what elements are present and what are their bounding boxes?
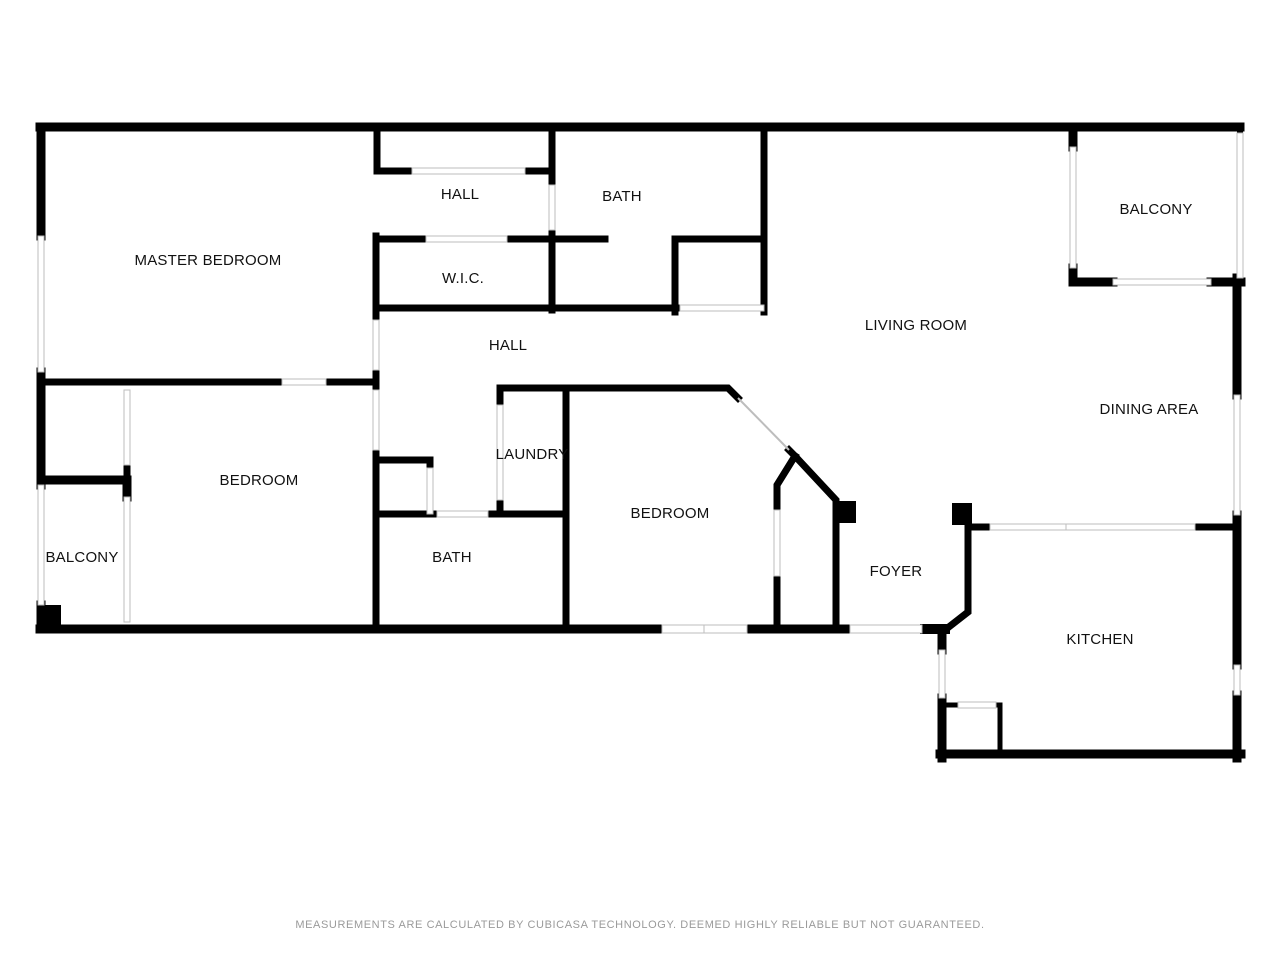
room-label-bedroom-center: BEDROOM bbox=[631, 505, 710, 522]
room-label-balcony-right: BALCONY bbox=[1119, 201, 1192, 218]
room-label-wic: W.I.C. bbox=[442, 270, 484, 287]
room-label-kitchen: KITCHEN bbox=[1066, 631, 1133, 648]
columns bbox=[43, 501, 972, 634]
room-label-foyer: FOYER bbox=[870, 563, 923, 580]
outer-walls bbox=[35, 122, 1246, 763]
room-label-hall-main: HALL bbox=[489, 337, 527, 354]
room-label-dining-area: DINING AREA bbox=[1100, 401, 1199, 418]
room-label-bedroom-left: BEDROOM bbox=[220, 472, 299, 489]
room-label-hall-top: HALL bbox=[441, 186, 479, 203]
room-label-laundry: LAUNDRY bbox=[496, 446, 569, 463]
room-label-bath-top: BATH bbox=[602, 188, 642, 205]
room-labels: MASTER BEDROOM HALL BATH W.I.C. HALL LIV… bbox=[45, 186, 1198, 648]
room-label-living-room: LIVING ROOM bbox=[865, 317, 967, 334]
openings bbox=[37, 132, 1244, 709]
room-label-bath-bottom: BATH bbox=[432, 549, 472, 566]
room-label-master-bedroom: MASTER BEDROOM bbox=[135, 252, 282, 269]
interior-walls bbox=[36, 126, 1246, 757]
room-label-balcony-left: BALCONY bbox=[45, 549, 118, 566]
disclaimer-text: MEASUREMENTS ARE CALCULATED BY CUBICASA … bbox=[295, 919, 985, 931]
